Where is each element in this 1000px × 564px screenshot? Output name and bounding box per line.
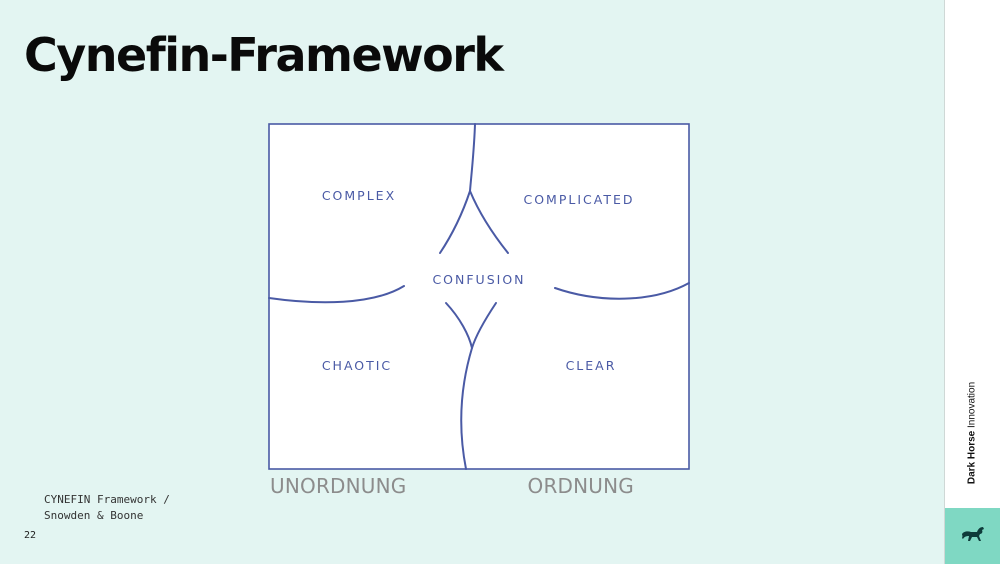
domain-complicated-label: COMPLICATED (523, 192, 634, 207)
slide: Cynefin-Framework COMPLEX COMPLICATED CO… (24, 28, 690, 541)
domain-clear-label: CLEAR (566, 358, 617, 373)
boundary-complex-confusion (439, 190, 471, 254)
page-number: 22 (24, 530, 37, 541)
axis-label-ordnung: ORDNUNG (527, 474, 634, 498)
boundary-right (554, 282, 690, 300)
sidebar-divider (944, 0, 945, 564)
domain-chaotic-label: CHAOTIC (322, 358, 392, 373)
boundary-chaotic-confusion (445, 302, 473, 349)
cynefin-diagram: COMPLEX COMPLICATED CONFUSION CHAOTIC CL… (268, 123, 690, 470)
brand-wordmark: Dark Horse Innovation (967, 382, 978, 484)
brand-name-bold: Dark Horse (966, 430, 978, 485)
axis-label-unordnung: UNORDNUNG (270, 474, 407, 498)
boundary-left (268, 285, 405, 304)
domain-complex-label: COMPLEX (322, 188, 396, 203)
horse-icon (962, 527, 984, 541)
caption-line-1: CYNEFIN Framework / (44, 493, 170, 506)
source-caption: CYNEFIN Framework / Snowden & Boone (44, 492, 170, 524)
brand-logo-box (945, 508, 1000, 564)
boundary-bottom (460, 347, 473, 470)
caption-line-2: Snowden & Boone (44, 509, 144, 522)
boundary-top (469, 123, 476, 192)
diagram-frame (268, 123, 690, 470)
domain-confusion-label: CONFUSION (432, 272, 525, 287)
brand-name-regular: Innovation (966, 381, 978, 429)
boundary-complicated-confusion (469, 190, 509, 254)
brand-sidebar (945, 0, 1000, 564)
boundary-clear-confusion (471, 302, 497, 349)
page-title: Cynefin-Framework (24, 28, 504, 82)
